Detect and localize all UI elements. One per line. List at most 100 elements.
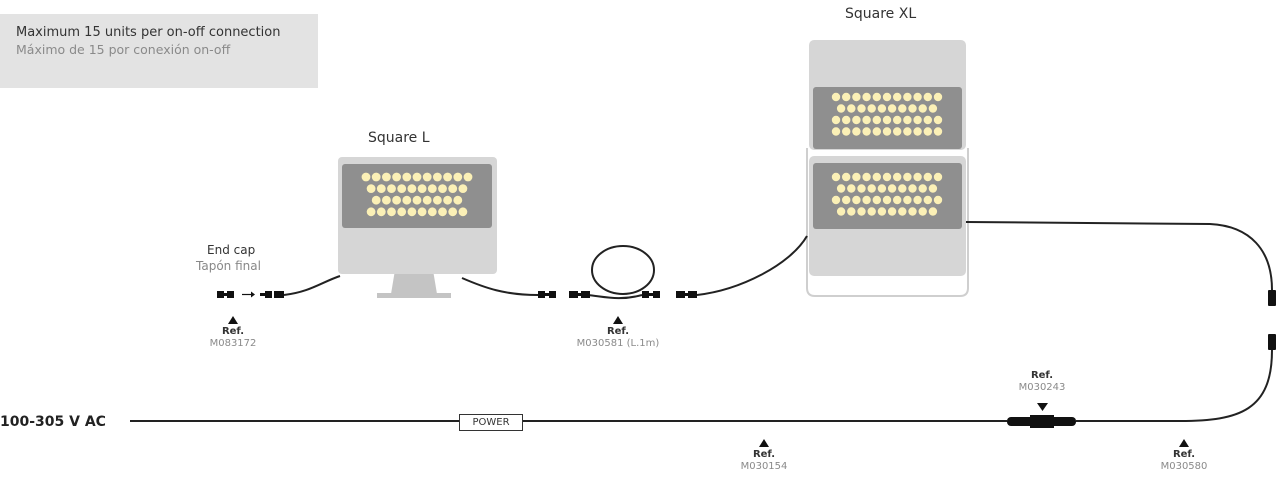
led-dot [852,172,861,182]
led-dot [366,184,376,194]
led-dot [366,207,376,217]
led-dot [836,184,846,193]
led-dot [923,127,932,136]
info-box [0,14,318,88]
led-dot [872,172,881,182]
end-cap-connector [217,291,224,298]
led-dot [382,195,391,205]
led-dot [433,195,442,205]
led-dot [842,115,851,125]
led-dot [893,195,902,205]
led-dot [872,92,881,102]
led-dot [371,195,381,205]
end-cap-cable [283,275,341,296]
ref-junction: Ref. M030243 [982,370,1102,394]
led-dot [918,207,927,216]
led-dot [438,184,447,194]
led-dot [908,104,917,113]
led-dot [872,195,881,205]
ref-connection-cable: Ref. M030580 [1124,449,1244,473]
led-dot [422,172,432,182]
end-cap-label: End cap [207,243,256,257]
led-dot [903,115,912,125]
led-dot [903,195,912,205]
led-dot [862,127,871,136]
led-dot [387,184,396,194]
led-dot [898,104,907,113]
led-dot [831,92,841,102]
led-dot [887,184,897,193]
square-xl-output-cable [965,221,1273,291]
led-dot [913,195,922,205]
square-xl-upper-led-array [831,92,943,136]
led-dot [893,115,902,125]
led-dot [877,184,887,193]
led-dot [376,207,386,217]
ref-code: M030580 [1160,461,1208,472]
led-dot [448,184,458,194]
led-dot [397,184,407,194]
led-dot [923,172,932,182]
led-dot [397,207,407,217]
led-dot [417,207,427,217]
led-dot [842,127,851,136]
led-dot [862,92,871,102]
led-dot [913,127,922,136]
led-dot [893,127,902,136]
led-dot [933,92,943,102]
square-l-fixture [338,157,497,298]
ref-pointers [228,316,1189,447]
led-dot [913,115,922,125]
led-dot [933,195,943,205]
led-dot [857,104,866,113]
ref-label: Ref. [1172,449,1196,460]
led-dot [903,127,912,136]
connectors [217,290,1276,428]
led-dot [872,127,881,136]
led-dot [453,195,463,205]
led-dot [433,172,442,182]
led-dot [852,195,861,205]
led-dot [422,195,432,205]
led-dot [382,172,391,182]
square-xl-title: Square XL [845,6,917,22]
led-dot [913,172,922,182]
led-dot [882,127,892,136]
ref-connection-cable-triangle [1179,439,1189,447]
square-l-stand [391,270,437,294]
led-dot [852,115,861,125]
led-dot [847,184,856,193]
ref-code: M083172 [209,338,257,349]
led-dot [898,184,907,193]
led-dot [893,92,902,102]
led-dot [427,184,437,194]
ref-label: Ref. [1030,370,1054,381]
square-l-output-cable [461,277,539,296]
led-dot [887,104,897,113]
square-xl-input-cable [696,235,808,296]
led-dot [933,127,943,136]
ref-code: M030581 (L.1m) [576,338,660,349]
ref-label: Ref. [752,449,776,460]
led-dot [847,207,856,216]
led-dot [882,92,892,102]
return-cable [1076,349,1273,422]
led-dot [882,115,892,125]
led-dot [898,207,907,216]
led-dot [361,172,371,182]
extension-loop [591,245,655,295]
led-dot [392,195,401,205]
led-dot [376,184,386,194]
led-dot [417,184,427,194]
led-dot [392,172,401,182]
led-dot [438,207,447,217]
ref-junction-triangle [1037,403,1048,411]
led-dot [443,195,452,205]
led-dot [831,195,841,205]
power-supply-box: POWER [459,414,523,431]
square-l-led-array [361,172,473,217]
led-dot [862,172,871,182]
led-dot [867,207,876,216]
led-dot [918,104,927,113]
led-dot [836,207,846,216]
